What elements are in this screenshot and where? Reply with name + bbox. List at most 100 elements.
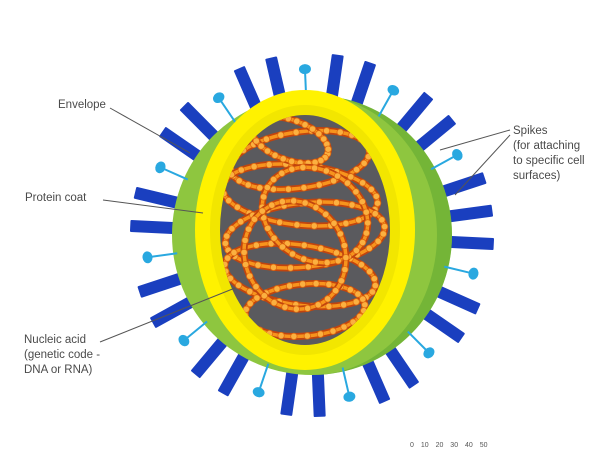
spike-stalk <box>342 367 350 393</box>
nucleic-acid-bead <box>318 245 324 251</box>
nucleic-acid-bead <box>247 288 253 294</box>
nucleic-acid-bead <box>241 249 247 255</box>
nucleic-acid-bead <box>300 164 306 170</box>
nucleic-acid-bead <box>326 281 332 287</box>
nucleic-acid-bead <box>278 132 284 138</box>
nucleic-acid-bead <box>373 193 379 199</box>
nucleic-acid-bead <box>343 220 349 226</box>
nucleic-acid-bead <box>324 259 330 265</box>
spike-dark <box>350 61 376 108</box>
spike-body <box>439 172 486 198</box>
spike-dark <box>446 205 493 223</box>
nucleic-acid-bead <box>279 170 285 176</box>
protein-coat-label: Protein coat <box>25 191 86 206</box>
nucleic-acid-bead <box>316 182 322 188</box>
spike-dark <box>280 369 298 416</box>
spike-head <box>342 391 356 403</box>
envelope-label-text: Envelope <box>58 98 106 113</box>
nucleic-acid-bead <box>293 306 299 312</box>
spike-stalk <box>407 331 427 351</box>
nucleic-acid-bead <box>260 194 266 200</box>
nucleic-acid-bead <box>348 174 354 180</box>
nucleic-acid-bead <box>289 158 295 164</box>
nucleic-acid-bead <box>242 261 248 267</box>
nucleic-acid-bead <box>270 264 276 270</box>
nucleic-acid-bead <box>371 276 377 282</box>
spike-head <box>450 147 465 162</box>
spike-stalk <box>186 321 207 339</box>
nucleic-acid-bead <box>332 288 338 294</box>
nucleic-acid-bead <box>311 223 317 229</box>
nucleic-acid-bead <box>279 244 285 250</box>
nucleic-acid-bead <box>229 226 235 232</box>
nucleic-acid-bead <box>294 118 300 124</box>
scale-bar-text: 0 10 20 30 40 50 <box>410 442 488 449</box>
nucleic-acid-bead <box>323 168 329 174</box>
spike-body <box>446 205 493 223</box>
spike-stalk <box>378 93 392 117</box>
spike-body <box>130 220 177 234</box>
envelope-label: Envelope <box>58 98 106 113</box>
nucleic-acid-bead <box>313 280 319 286</box>
nucleic-acid-bead <box>347 287 353 293</box>
nucleic-acid-bead <box>285 186 291 192</box>
nucleic-acid-bead <box>259 208 265 214</box>
nucleic-acid-bead <box>374 200 380 206</box>
nucleic-acid-bead <box>277 219 283 225</box>
nucleic-acid-bead <box>242 237 248 243</box>
nucleic-acid-bead <box>326 303 332 309</box>
nucleic-acid-bead <box>341 302 347 308</box>
spike-stalk <box>444 266 470 274</box>
nucleic-acid-bead <box>302 200 308 206</box>
nucleic-acid-bead <box>379 217 385 223</box>
nucleic-acid-bead <box>301 185 307 191</box>
spike-light <box>142 247 178 264</box>
nucleic-acid-bead <box>236 178 242 184</box>
nucleic-acid-bead <box>368 186 374 192</box>
nucleic-acid-bead <box>289 166 295 172</box>
nucleic-acid-bead <box>287 265 293 271</box>
spike-stalk <box>431 156 455 170</box>
nucleic-acid-bead <box>234 204 240 210</box>
nucleic-acid-bead <box>251 216 257 222</box>
nucleic-acid-bead <box>245 182 251 188</box>
nucleic-acid-bead <box>341 324 347 330</box>
spike-body <box>134 187 182 209</box>
nucleic-acid-bead <box>330 328 336 334</box>
nucleic-acid-bead <box>325 146 331 152</box>
nucleic-acid-bead <box>247 273 253 279</box>
nucleic-acid-bead <box>302 122 308 128</box>
nucleic-acid-bead <box>300 281 306 287</box>
nucleic-acid-bead <box>360 296 366 302</box>
nucleic-acid-bead <box>238 219 244 225</box>
nucleic-acid-label-line: (genetic code - <box>24 348 100 363</box>
nucleic-acid-bead <box>271 299 277 305</box>
nucleic-acid-bead <box>235 282 241 288</box>
nucleic-acid-bead <box>251 163 257 169</box>
nucleic-acid-bead <box>253 242 259 248</box>
nucleic-acid-bead <box>375 238 381 244</box>
nucleic-acid-bead <box>238 167 244 173</box>
spikes-label-line: to specific cell <box>513 154 585 169</box>
nucleic-acid-bead <box>294 222 300 228</box>
spike-head <box>299 64 311 74</box>
spike-stalk <box>259 363 269 388</box>
nucleic-acid-bead <box>355 291 361 297</box>
nucleic-acid-bead <box>313 204 319 210</box>
nucleic-acid-bead <box>315 302 321 308</box>
nucleic-acid-bead <box>280 156 286 162</box>
nucleic-acid-bead <box>282 304 288 310</box>
nucleic-acid-bead <box>265 225 271 231</box>
nucleic-acid-bead <box>224 255 230 261</box>
spike-stalk <box>220 100 236 123</box>
nucleic-acid-bead <box>257 185 263 191</box>
nucleic-acid-bead <box>353 189 359 195</box>
nucleic-acid-bead <box>323 128 329 134</box>
nucleic-acid-bead <box>304 333 310 339</box>
spike-head <box>142 251 154 264</box>
spike-head <box>251 386 266 399</box>
nucleic-acid-bead <box>261 293 267 299</box>
spike-dark <box>448 236 495 250</box>
